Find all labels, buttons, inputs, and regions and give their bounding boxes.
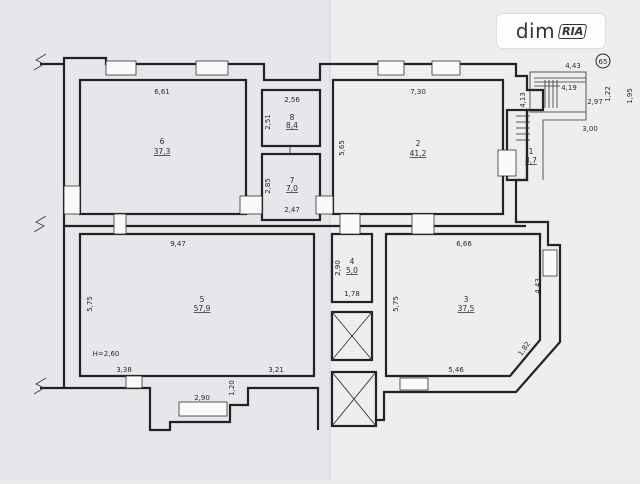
- openings: [63, 60, 558, 417]
- dim-r3-height: 5,75: [392, 296, 400, 312]
- dim-r7-height: 2,85: [264, 178, 272, 194]
- dim-r3-right: 4,43: [534, 278, 542, 294]
- inner-walls: [64, 78, 542, 428]
- dim-r4-height: 2,90: [334, 260, 342, 276]
- sheet-marker: [595, 53, 611, 69]
- break-marks: [33, 53, 47, 395]
- paper-left-sheet: [0, 0, 330, 480]
- dim-r5-bottom-left: 3,38: [116, 366, 132, 374]
- room-6-number: 6: [160, 137, 165, 146]
- dim-r5-bay-width: 2,90: [194, 394, 210, 402]
- dim-stair-w2: 4,19: [561, 84, 577, 92]
- dim-r7-width: 2,47: [284, 206, 300, 214]
- dim-r3-width: 6,66: [456, 240, 472, 248]
- room-1-area: 8,7: [525, 156, 537, 165]
- dim-r3-bottom: 5,46: [448, 366, 464, 374]
- room-3-area: 37,5: [458, 304, 475, 313]
- dim-stair-h2: 1,95: [626, 88, 634, 104]
- hatched-shafts: [331, 311, 377, 427]
- stairs: [516, 71, 587, 180]
- room-3-number: 3: [464, 295, 469, 304]
- room-7-area: 7,0: [286, 184, 298, 193]
- dim-r4-width: 1,78: [344, 290, 360, 298]
- room-6-area: 37,3: [154, 147, 171, 156]
- dim-r2-width: 7,30: [410, 88, 426, 96]
- dim-stair-w3: 2,97: [587, 98, 603, 106]
- dim-r8-width: 2,56: [284, 96, 300, 104]
- dim-r5-bottom-right: 3,21: [268, 366, 284, 374]
- dim-stair-h1: 1,22: [604, 86, 612, 102]
- room-8-area: 8,4: [286, 121, 298, 130]
- room-2-number: 2: [416, 139, 421, 148]
- dim-r5-bay-height: 1,20: [228, 380, 236, 396]
- room-8-number: 8: [290, 113, 295, 122]
- dim-r2-height: 5,65: [338, 140, 346, 156]
- room-1-number: 1: [529, 147, 534, 156]
- dim-stair-w4: 3,00: [582, 125, 598, 133]
- watermark-dim: dim: [515, 19, 556, 43]
- watermark-ria: RIA: [557, 23, 588, 39]
- watermark-logo: dim RIA: [497, 14, 605, 48]
- room-4-area: 5,0: [346, 266, 358, 275]
- dim-stair-w1: 4,43: [565, 62, 581, 70]
- dim-ceiling-height: H=2,60: [93, 350, 120, 358]
- room-5-number: 5: [200, 295, 205, 304]
- dim-r1-height: 4,13: [519, 92, 527, 108]
- room-4-number: 4: [350, 257, 355, 266]
- room-5-area: 57,9: [194, 304, 211, 313]
- sheet-marker-label: 65: [599, 58, 608, 66]
- dim-r6-width: 6,61: [154, 88, 170, 96]
- dim-r5-height: 5,75: [86, 296, 94, 312]
- dim-r8-height: 2,51: [264, 114, 272, 130]
- room-2-area: 41,2: [410, 149, 427, 158]
- dim-r5-width: 9,47: [170, 240, 186, 248]
- room-7-number: 7: [290, 176, 295, 185]
- dimension-labels: 6,61 2,56 2,51 2,85 2,47 7,30 5,65 4,43 …: [86, 62, 634, 402]
